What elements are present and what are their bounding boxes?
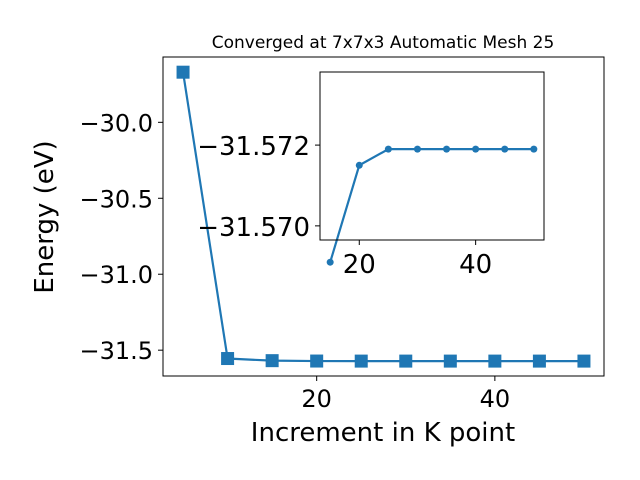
inset-x-tick-label: 40 bbox=[459, 250, 492, 280]
main-x-tick-label: 20 bbox=[301, 385, 332, 413]
inset-data-point bbox=[530, 145, 538, 153]
main-series-line bbox=[181, 72, 584, 363]
main-data-point bbox=[532, 354, 546, 368]
main-data-point bbox=[443, 354, 457, 368]
inset-y-tick-label: −31.572 bbox=[197, 132, 310, 162]
inset-data-point bbox=[384, 145, 392, 153]
inset-plot: 20 40 −31.570 −31.572 bbox=[197, 71, 545, 280]
inset-data-point bbox=[326, 258, 334, 266]
main-data-point bbox=[354, 354, 368, 368]
inset-series-line bbox=[329, 148, 534, 263]
main-data-marks bbox=[176, 65, 591, 368]
inset-plot-frame bbox=[319, 71, 545, 241]
main-y-tick-label: −31.5 bbox=[79, 337, 153, 365]
inset-x-tick-label: 20 bbox=[343, 250, 376, 280]
main-data-point bbox=[265, 354, 279, 368]
main-plot-frame bbox=[162, 56, 605, 377]
inset-data-point bbox=[472, 145, 480, 153]
main-x-tick-label: 40 bbox=[480, 385, 511, 413]
inset-data-marks bbox=[326, 145, 538, 266]
inset-data-point bbox=[501, 145, 509, 153]
main-data-point bbox=[310, 354, 324, 368]
inset-y-tick-label: −31.570 bbox=[197, 213, 310, 243]
main-axis-ticks: 20 40 −30.0 −30.5 −31.0 −31.5 bbox=[79, 109, 510, 413]
inset-background bbox=[320, 72, 544, 240]
main-y-tick-label: −30.5 bbox=[79, 185, 153, 213]
main-data-point bbox=[176, 65, 190, 79]
main-y-tick-label: −31.0 bbox=[79, 261, 153, 289]
inset-data-point bbox=[355, 161, 363, 169]
main-data-point bbox=[399, 354, 413, 368]
x-axis-label: Increment in K point bbox=[251, 418, 515, 448]
main-data-point bbox=[488, 354, 502, 368]
inset-data-point bbox=[443, 145, 451, 153]
y-axis-label: Energy (eV) bbox=[30, 140, 60, 293]
main-data-point bbox=[221, 352, 235, 366]
main-data-point bbox=[577, 354, 591, 368]
main-plot: 20 40 −30.0 −30.5 −31.0 −31.5 bbox=[79, 56, 605, 413]
inset-data-point bbox=[413, 145, 421, 153]
inset-axis-ticks: 20 40 −31.570 −31.572 bbox=[197, 132, 492, 280]
main-y-tick-label: −30.0 bbox=[79, 109, 153, 137]
chart-title: Converged at 7x7x3 Automatic Mesh 25 bbox=[212, 33, 555, 53]
